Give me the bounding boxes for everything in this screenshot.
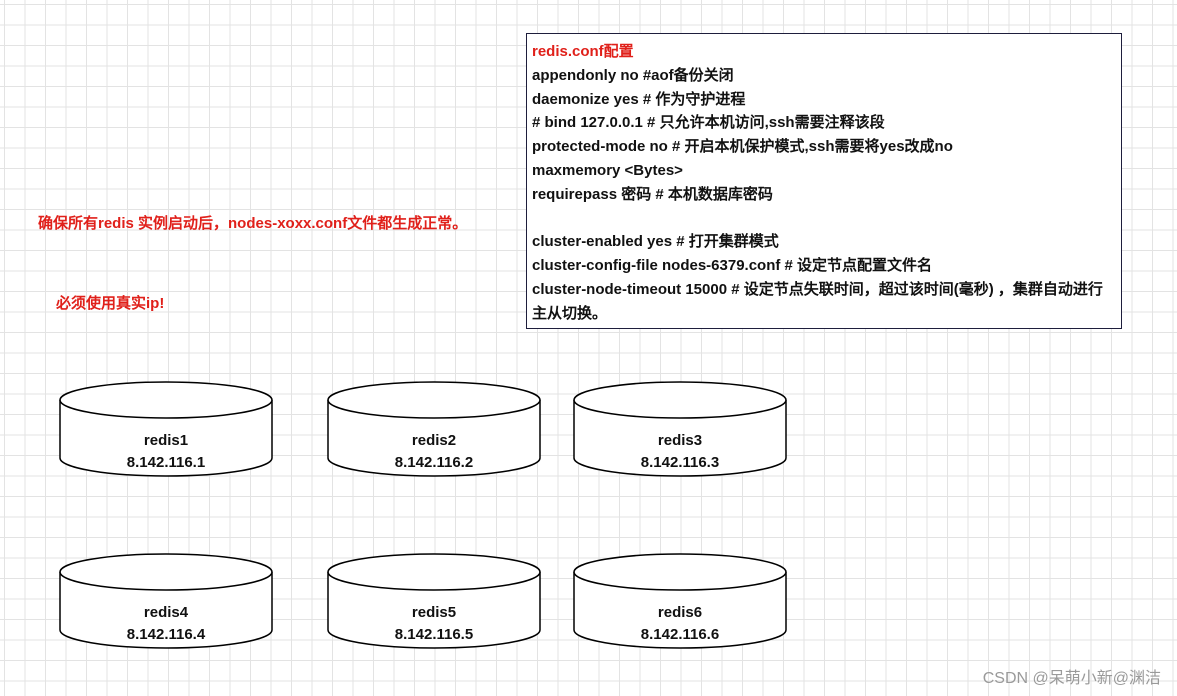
redis-node-1: redis1 8.142.116.1 [59,380,273,477]
node-name: redis5 [411,604,457,621]
config-line-cluster-enabled: cluster-enabled yes # 打开集群模式 [532,233,779,251]
node-ip: 8.142.116.5 [394,626,474,643]
redis-node-4: redis4 8.142.116.4 [59,552,273,649]
database-cylinder-icon [59,381,273,477]
config-line-daemonize: daemonize yes # 作为守护进程 [532,90,746,108]
real-ip-note: 必须使用真实ip! [56,295,165,312]
node-ip: 8.142.116.4 [126,626,206,643]
redis-node-6: redis6 8.142.116.6 [573,552,787,649]
node-name: redis4 [143,604,189,621]
node-ip: 8.142.116.3 [640,454,720,471]
startup-note: 确保所有redis 实例启动后，nodes-xoxx.conf文件都生成正常。 [38,215,468,232]
redis-node-2: redis2 8.142.116.2 [327,380,541,477]
config-title: redis.conf配置 [532,43,634,60]
node-ip: 8.142.116.1 [126,454,206,471]
database-cylinder-icon [573,381,787,477]
config-line-cluster-node-timeout: cluster-node-timeout 15000 # 设定节点失联时间，超过… [532,280,1103,322]
node-ip: 8.142.116.6 [640,626,720,643]
config-line-maxmemory: maxmemory <Bytes> [532,161,683,179]
config-line-blank [532,207,1115,231]
database-cylinder-icon [573,553,787,649]
node-name: redis2 [411,432,457,449]
node-name: redis3 [657,432,703,449]
database-cylinder-icon [59,553,273,649]
csdn-watermark: CSDN @呆萌小新@渊洁 [982,670,1161,687]
database-cylinder-icon [327,553,541,649]
config-line-requirepass: requirepass 密码 # 本机数据库密码 [532,185,773,203]
redis-node-5: redis5 8.142.116.5 [327,552,541,649]
database-cylinder-icon [327,381,541,477]
redis-node-3: redis3 8.142.116.3 [573,380,787,477]
config-line-protected-mode: protected-mode no # 开启本机保护模式,ssh需要将yes改成… [532,138,953,156]
config-line-appendonly: appendonly no #aof备份关闭 [532,66,734,84]
node-name: redis6 [657,604,703,621]
redis-config-box: redis.conf配置 appendonly no #aof备份关闭 daem… [526,33,1122,329]
config-line-cluster-config-file: cluster-config-file nodes-6379.conf # 设定… [532,257,933,275]
node-ip: 8.142.116.2 [394,454,474,471]
config-line-bind: # bind 127.0.0.1 # 只允许本机访问,ssh需要注释该段 [532,114,885,132]
node-name: redis1 [143,432,189,449]
